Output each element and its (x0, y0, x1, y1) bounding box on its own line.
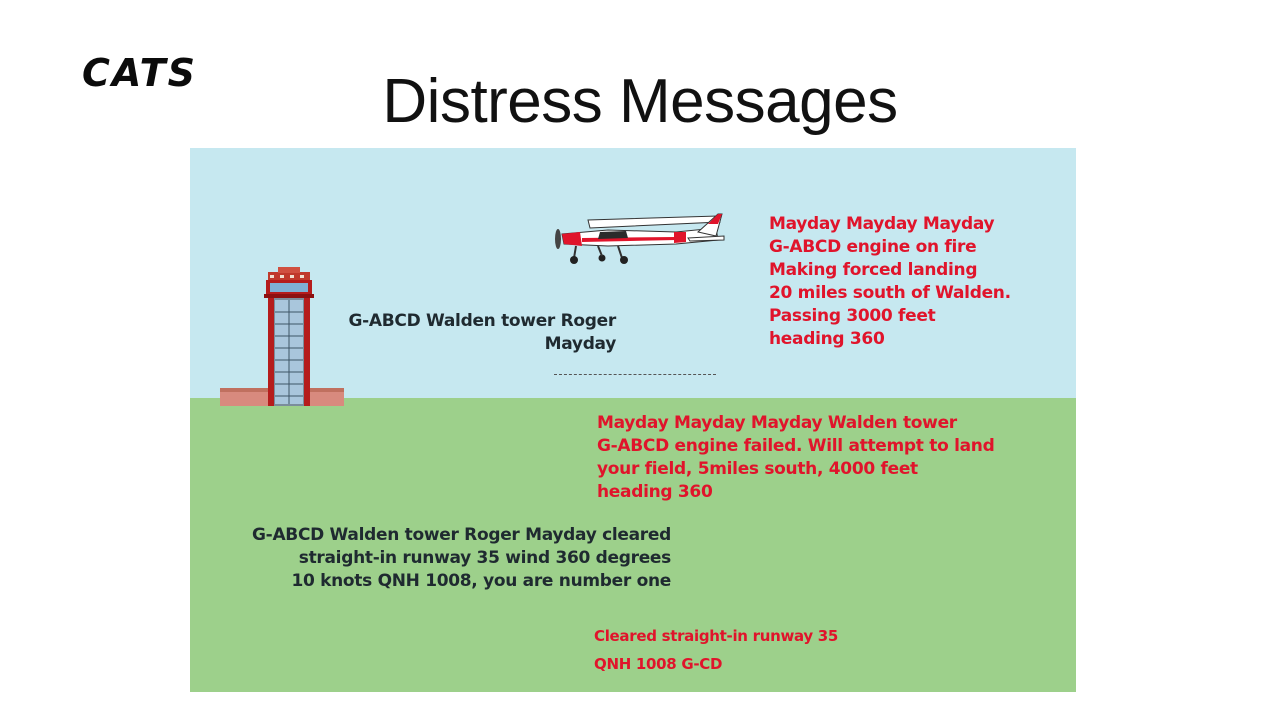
tower-message-2: G-ABCD Walden tower Roger Mayday cleared… (230, 524, 671, 593)
message-line: 10 knots QNH 1008, you are number one (291, 571, 671, 591)
message-line: G-ABCD engine on fire (769, 237, 977, 257)
ground (190, 398, 1076, 692)
message-line: Passing 3000 feet (769, 306, 936, 326)
airplane-icon (548, 210, 728, 275)
message-line: heading 360 (769, 329, 885, 349)
dashed-line (554, 374, 716, 375)
tower-message-1: G-ABCD Walden tower Roger Mayday (340, 310, 617, 356)
message-line: Mayday (544, 334, 617, 354)
message-line: G-ABCD Walden tower Roger (348, 311, 617, 331)
illustration: Mayday Mayday Mayday G-ABCD engine on fi… (190, 148, 1076, 692)
message-line: heading 360 (597, 482, 713, 502)
sky (190, 148, 1076, 398)
message-line: Cleared straight-in runway 35 (594, 627, 839, 645)
cats-logo: CATS (82, 52, 232, 94)
message-line: your field, 5miles south, 4000 feet (597, 459, 918, 479)
slide-title: Distress Messages (382, 67, 898, 136)
logo-text: CATS (82, 52, 197, 94)
message-line: QNH 1008 G-CD (594, 655, 723, 673)
message-line: 20 miles south of Walden. (769, 283, 1011, 303)
message-line: Making forced landing (769, 260, 978, 280)
pilot-message-2: Mayday Mayday Mayday Walden tower G-ABCD… (597, 412, 995, 504)
pilot-message-1: Mayday Mayday Mayday G-ABCD engine on fi… (769, 213, 1011, 351)
message-line: Mayday Mayday Mayday (769, 214, 995, 234)
message-line: G-ABCD engine failed. Will attempt to la… (597, 436, 995, 456)
message-line: Mayday Mayday Mayday Walden tower (597, 413, 957, 433)
message-line: G-ABCD Walden tower Roger Mayday cleared (252, 525, 671, 545)
message-line: straight-in runway 35 wind 360 degrees (298, 548, 672, 568)
control-tower-icon (220, 266, 350, 413)
pilot-message-3: Cleared straight-in runway 35 QNH 1008 G… (594, 622, 838, 678)
